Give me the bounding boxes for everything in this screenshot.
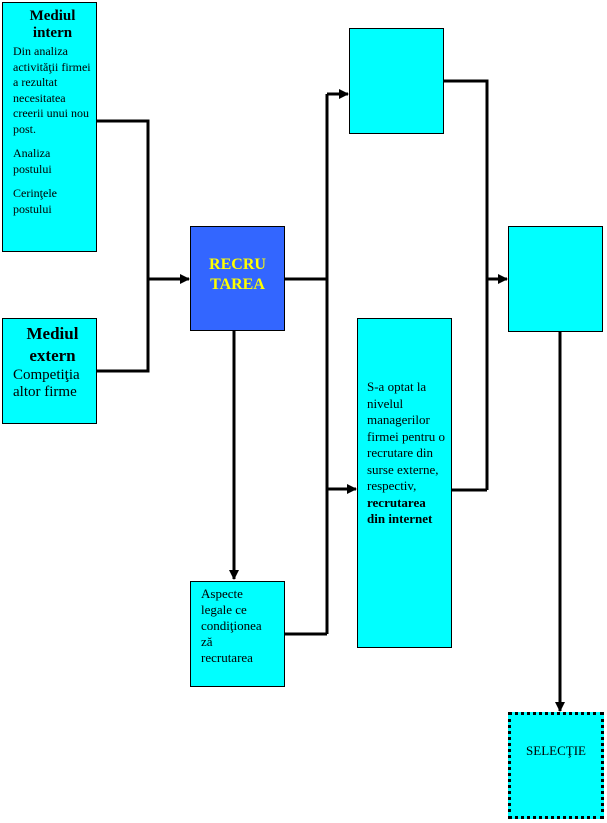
mediul-extern-title: Mediul extern	[26, 324, 79, 365]
connector-top-box-out	[444, 79, 489, 490]
aspecte-line-1: Aspecte	[201, 586, 243, 601]
mediul-intern-line-3: Cerinţele postului	[13, 186, 57, 216]
mediul-intern-line-1: Din analiza activităţii firmei a rezulta…	[13, 44, 91, 136]
recrutarea-box: RECRU TAREA	[190, 226, 285, 331]
aspecte-line-3: condiţionea	[201, 618, 262, 633]
recrutarea-label-line-1: RECRU	[209, 256, 266, 273]
aspecte-line-4: ză	[201, 634, 213, 649]
recrutarea-label-line-2: TAREA	[210, 276, 265, 293]
optiune-text-bold: recrutarea din internet	[367, 494, 433, 527]
optiune-box: S-a optat la nivelul managerilor firmei …	[357, 318, 452, 648]
mediul-intern-line-2: Analiza postului	[13, 146, 52, 176]
aspecte-legale-box: Aspecte legale ce condiţionea ză recruta…	[190, 581, 285, 687]
mediul-intern-title: Mediul intern	[29, 8, 76, 41]
right-empty-box	[508, 226, 603, 332]
connector-intern-to-recrutare	[97, 119, 150, 279]
aspecte-line-2: legale ce	[201, 602, 247, 617]
optiune-text-plain: S-a optat la nivelul managerilor firmei …	[367, 379, 445, 493]
selectie-box: SELECŢIE	[508, 712, 604, 819]
mediul-extern-text: Competiţia altor firme	[13, 367, 80, 400]
connector-extern-to-recrutare	[97, 279, 150, 373]
selectie-label: SELECŢIE	[526, 743, 586, 758]
aspecte-line-5: recrutarea	[201, 650, 253, 665]
optiune-text: S-a optat la nivelul managerilor firmei …	[367, 379, 445, 528]
mediul-intern-box: Mediul intern Din analiza activităţii fi…	[2, 2, 97, 252]
mediul-extern-box: Mediul extern Competiţia altor firme	[2, 318, 97, 424]
top-empty-box	[349, 28, 444, 134]
